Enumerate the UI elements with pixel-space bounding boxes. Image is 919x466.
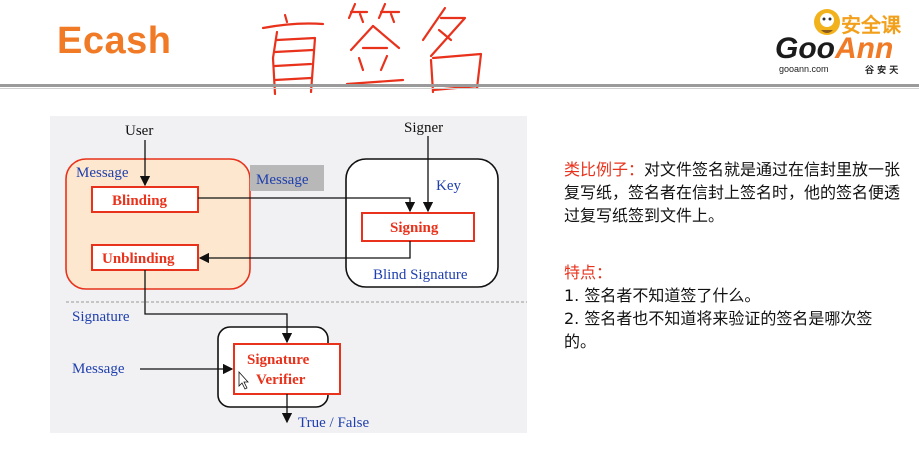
verifier-line2: Verifier [256,372,306,388]
message-mid-label: Message [256,172,309,188]
svg-text:安全课: 安全课 [841,13,902,37]
mouse-cursor-icon [238,370,249,390]
analogy-paragraph: 类比例子：对文件签名就是通过在信封里放一张复写纸，签名者在信封上签名时，他的签名… [564,158,904,227]
message-left-label: Message [76,165,129,181]
verifier-line1: Signature [247,352,310,368]
analogy-heading: 类比例子： [564,160,645,179]
blinding-box [91,186,199,213]
signer-label: Signer [404,120,443,136]
blinding-label: Blinding [112,193,168,209]
signature-label: Signature [72,309,130,325]
svg-text:Goo: Goo [775,32,835,65]
user-label: User [125,123,153,139]
key-label: Key [436,178,461,194]
analogy-text: 对文件签名就是通过在信封里放一张复写纸，签名者在信封上签名时，他的签名便透过复写… [564,160,901,225]
signing-label: Signing [390,220,439,236]
signature-verifier-box [233,343,341,395]
unblinding-box [91,244,199,271]
message-tag [250,165,324,191]
blind-signature-diagram: User Signer Message Blinding Unblinding … [65,120,527,431]
svg-text:gooann.com: gooann.com [779,64,829,74]
signing-box [361,212,475,242]
notes-panel: 类比例子：对文件签名就是通过在信封里放一张复写纸，签名者在信封上签名时，他的签名… [564,158,904,353]
features-heading: 特点： [564,263,613,282]
handwritten-annotation [261,2,483,96]
feature-item-1: 1. 签名者不知道签了什么。 [564,286,761,305]
unblinding-label: Unblinding [102,251,175,267]
slide-title: Ecash [57,20,172,62]
feature-item-2: 2. 签名者也不知道将来验证的签名是哪次签的。 [564,309,873,351]
result-label: True / False [298,415,369,431]
header-divider [0,84,919,87]
svg-text:Ann: Ann [834,32,893,65]
message-bottom-label: Message [72,361,125,377]
blind-signature-label: Blind Signature [373,267,468,283]
gooann-logo: 安全课 Goo Ann gooann.com 谷 安 天 [775,8,919,76]
header-divider-shadow [0,88,919,89]
svg-text:谷 安 天: 谷 安 天 [865,64,899,76]
